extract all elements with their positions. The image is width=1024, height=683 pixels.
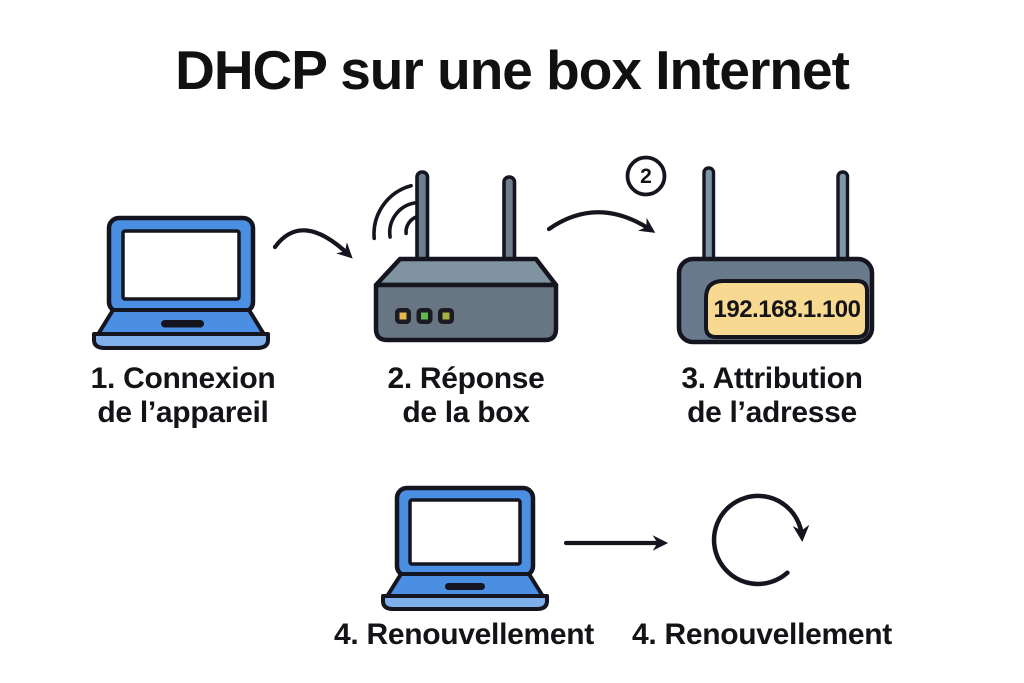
router-ip-icon: [676, 166, 875, 345]
laptop-base-lip: [92, 332, 270, 350]
step2-label-line1: 2. Réponse: [387, 362, 545, 395]
router-top-face: [373, 256, 559, 288]
laptop-icon: [92, 215, 270, 350]
router-antenna: [702, 166, 716, 270]
step3-label: 3. Attribution de l’adresse: [681, 362, 863, 430]
laptop-screen: [408, 498, 522, 566]
step3-label-line1: 3. Attribution: [681, 362, 863, 395]
step-badge-circle: [625, 155, 667, 197]
curved-arrow-right-icon: [546, 210, 656, 233]
step-badge: 2: [640, 165, 652, 188]
laptop-touchpad-slot: [445, 583, 485, 590]
laptop-screen: [121, 229, 241, 301]
step3-label-line2: de l’adresse: [687, 396, 857, 429]
curved-arrow-right-icon: [272, 228, 353, 259]
ip-address: 192.168.1.100: [713, 296, 861, 323]
ip-address-panel: [704, 279, 869, 339]
step2-label: 2. Réponse de la box: [387, 362, 544, 430]
page-title: DHCP sur une box Internet: [175, 39, 850, 101]
wifi-waves-icon: [372, 183, 420, 241]
laptop-icon-renewal: [381, 485, 549, 611]
step1-label-line1: 1. Connexion: [90, 362, 276, 395]
router-icon: [373, 170, 559, 343]
router-antenna: [836, 170, 850, 270]
step4-device-label: 4. Renouvellement: [334, 618, 594, 651]
laptop-base-lip: [381, 594, 549, 611]
laptop-touchpad-slot: [161, 320, 204, 328]
step4-cycle-label: 4. Renouvellement: [632, 618, 892, 651]
led-green: [421, 312, 428, 320]
led-olive: [442, 312, 450, 320]
step1-label-line2: de l’appareil: [97, 396, 269, 429]
router-front-face: [373, 282, 559, 343]
led-yellow: [399, 312, 407, 320]
step2-label-line2: de la box: [402, 396, 530, 429]
router-led-lights: [395, 308, 454, 324]
step1-label: 1. Connexion de l’appareil: [91, 362, 276, 430]
refresh-cycle-icon: [711, 493, 810, 587]
